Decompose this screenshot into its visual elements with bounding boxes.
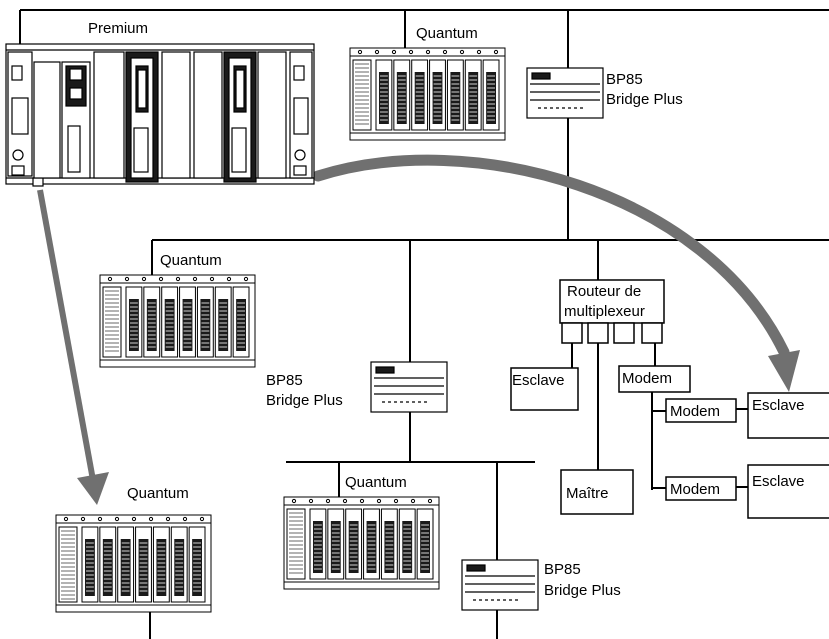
router-port-1 <box>561 322 583 344</box>
text-labels: Premium Quantum Quantum Quantum Quantum … <box>88 20 805 599</box>
bp85-mid-label-line2: Bridge Plus <box>266 392 343 409</box>
curved-arrow-right-head <box>768 350 800 392</box>
straight-arrow-down-head <box>77 472 109 505</box>
premium-label: Premium <box>88 20 148 37</box>
modem-mid-box <box>665 398 737 423</box>
bp85-mid-device <box>370 361 448 413</box>
slave-left-box <box>510 367 579 411</box>
bp85-bottom-label-line2: Bridge Plus <box>544 582 621 599</box>
quantum-bottom-left-label: Quantum <box>127 485 189 502</box>
router-port-4 <box>641 322 663 344</box>
master-label: Maître <box>566 485 609 502</box>
quantum-lower-rack <box>283 496 440 590</box>
router-port-2 <box>587 322 609 344</box>
premium-rack <box>5 43 315 187</box>
bp85-bottom-label-line1: BP85 <box>544 561 581 578</box>
straight-arrow-down <box>37 189 96 481</box>
router-label-line2: multiplexeur <box>564 303 645 320</box>
bp85-top-device <box>526 67 604 119</box>
bp85-top-label-line1: BP85 <box>606 71 643 88</box>
slave-right-top-label: Esclave <box>752 397 805 414</box>
quantum-top-rack <box>349 47 506 141</box>
router-port-3 <box>613 322 635 344</box>
modem-top-box <box>618 365 691 393</box>
device-boxes <box>510 365 829 519</box>
arrows <box>37 154 800 505</box>
slave-right-top-box <box>747 392 829 439</box>
quantum-mid-rack <box>99 274 256 368</box>
bp85-bottom-device <box>461 559 539 611</box>
slave-right-bottom-box <box>747 464 829 519</box>
modem-mid-label: Modem <box>670 403 720 420</box>
network-lines <box>19 9 829 639</box>
master-box <box>560 469 634 515</box>
quantum-racks <box>55 47 506 613</box>
modem-low-label: Modem <box>670 481 720 498</box>
quantum-lower-label: Quantum <box>345 474 407 491</box>
router-label-line1: Routeur de <box>567 283 641 300</box>
bp85-mid-label-line1: BP85 <box>266 372 303 389</box>
modem-top-label: Modem <box>622 370 672 387</box>
slave-right-bottom-label: Esclave <box>752 473 805 490</box>
quantum-bottom-left-rack <box>55 514 212 613</box>
modem-low-box <box>665 476 737 501</box>
curved-arrow-right <box>312 154 790 358</box>
router-multiplexer <box>559 279 665 344</box>
bp85-top-label-line2: Bridge Plus <box>606 91 683 108</box>
quantum-mid-label: Quantum <box>160 252 222 269</box>
slave-left-label: Esclave <box>512 372 565 389</box>
quantum-top-label: Quantum <box>416 25 478 42</box>
